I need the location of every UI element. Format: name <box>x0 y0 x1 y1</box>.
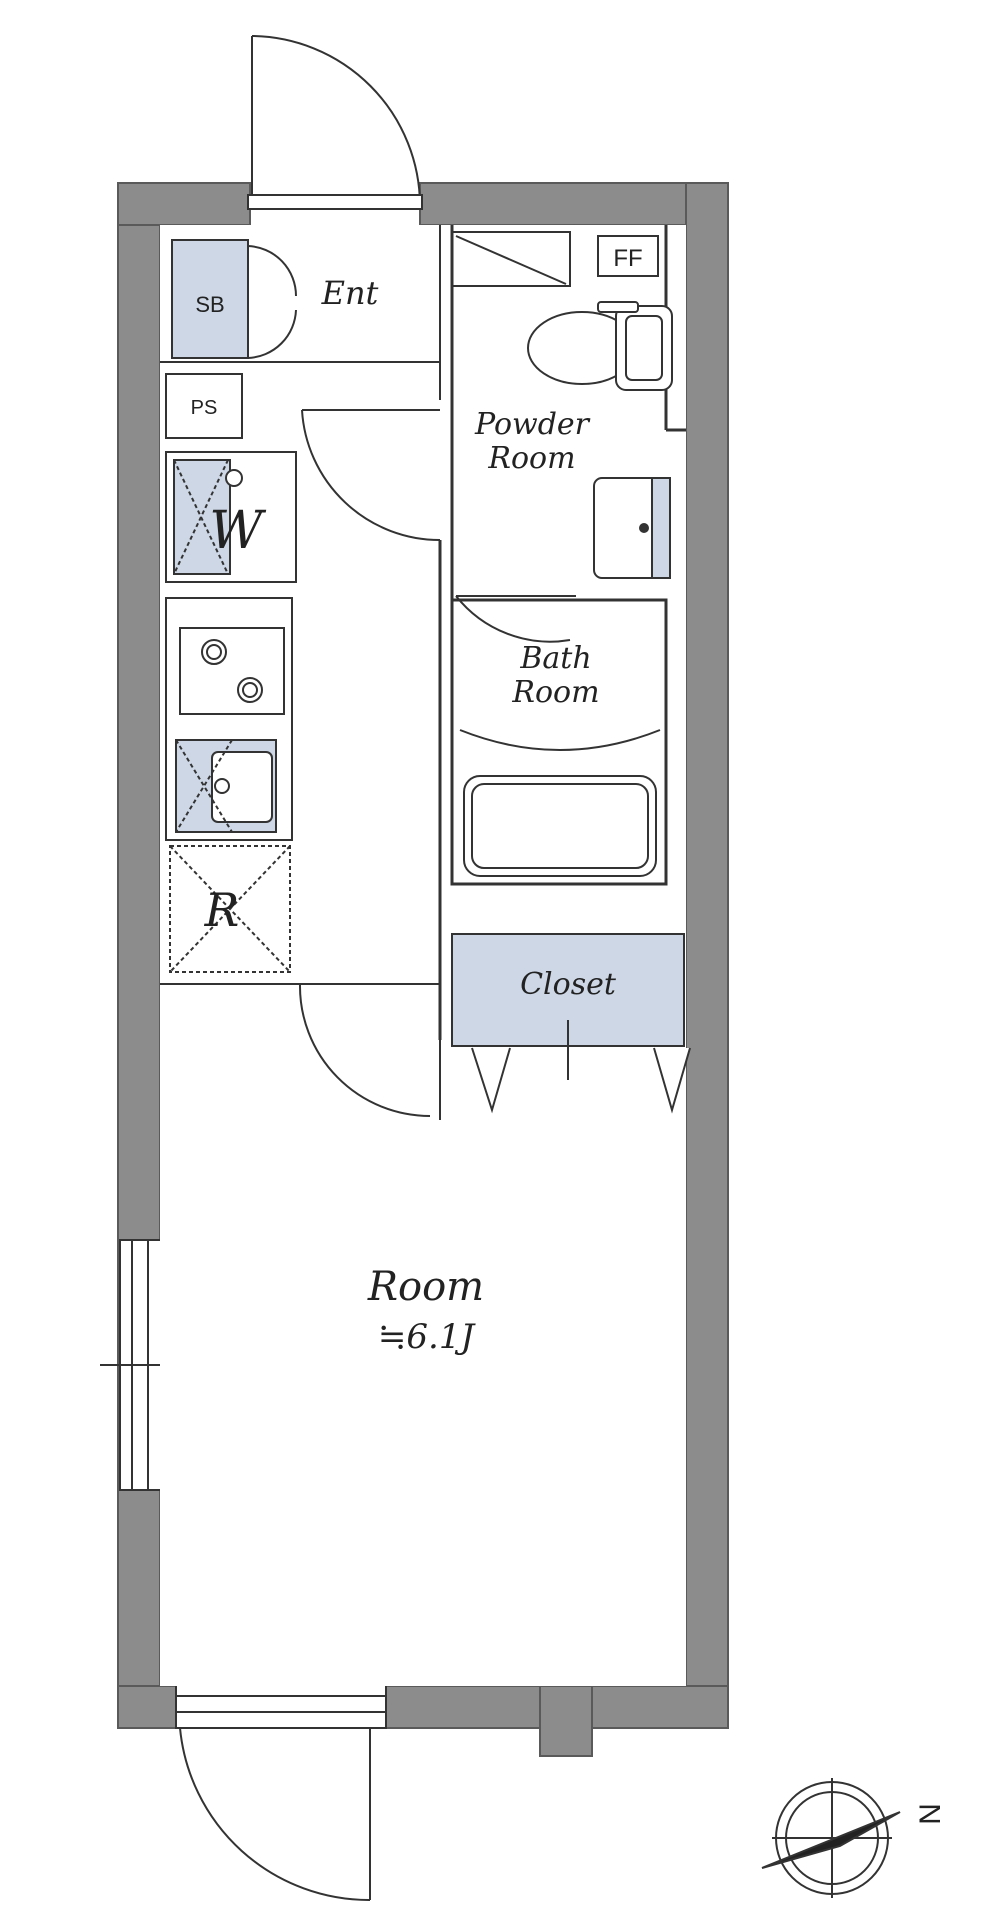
washer-space <box>165 451 297 583</box>
closet-label: Closet <box>520 967 617 1002</box>
powder-room-label-line1: Powder <box>474 407 591 442</box>
compass-north-icon <box>761 1778 901 1898</box>
shoe-box <box>171 239 249 359</box>
bath-room-walls <box>450 598 668 886</box>
fan-filter-label: FF <box>613 245 642 272</box>
refrigerator-label: R <box>204 883 240 937</box>
shoe-box-label: SB <box>195 292 224 317</box>
balcony-door[interactable] <box>179 1727 371 1902</box>
bathtub-icon <box>459 729 661 877</box>
bath-room-door[interactable] <box>455 595 576 643</box>
entrance-label: Ent <box>321 274 379 312</box>
balcony-window <box>175 1679 387 1729</box>
entrance-door[interactable] <box>247 35 423 210</box>
powder-shelf <box>451 231 571 287</box>
refrigerator-space <box>169 845 291 973</box>
bath-room-label-line1: Bath <box>519 641 591 676</box>
pipe-space <box>165 373 243 439</box>
washer-label: W <box>209 501 266 561</box>
kitchen-counter <box>165 597 293 841</box>
powder-room-label-line2: Room <box>487 441 575 476</box>
bath-room-label-line2: Room <box>511 675 599 710</box>
shoe-box-doors <box>247 245 298 359</box>
left-window <box>100 1239 167 1491</box>
toilet-icon <box>527 301 673 391</box>
closet <box>451 933 691 1114</box>
washbasin-icon <box>593 477 671 579</box>
room-door[interactable] <box>298 983 441 1120</box>
room-size-label: ≒6.1J <box>378 1317 477 1357</box>
pipe-space-label: PS <box>191 397 218 419</box>
compass-north-label: N <box>914 1803 947 1825</box>
fan-filter-box <box>597 235 659 277</box>
room-label: Room <box>367 1264 484 1310</box>
entrance-area <box>160 225 441 400</box>
powder-room-door[interactable] <box>301 409 441 542</box>
